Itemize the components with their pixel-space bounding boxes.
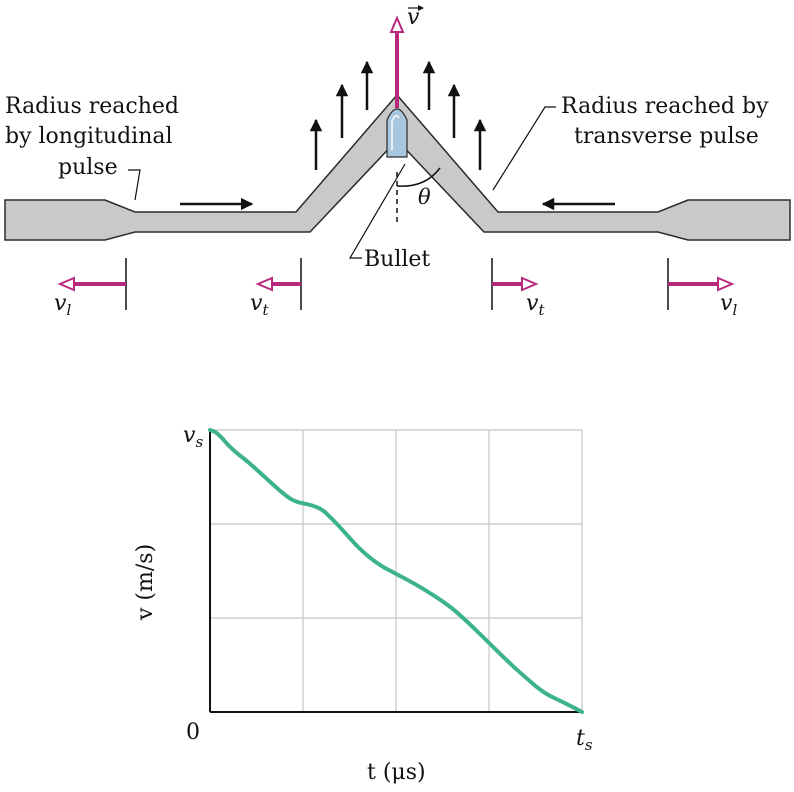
velocity-chart: vs 0 ts t (μs) v (m/s) <box>133 423 593 785</box>
longitudinal-label: Radius reached by longitudinal pulse <box>5 94 186 180</box>
speed-marker-vl-right: vl <box>667 258 737 319</box>
velocity-curve <box>208 428 584 714</box>
fiber-diagram: v θ Radius reached by longitudinal pulse <box>4 5 791 319</box>
speed-marker-vl-left: vl <box>54 258 127 319</box>
velocity-arrow <box>389 15 405 108</box>
speed-marker-vt-left: vt <box>250 258 302 319</box>
x-tick-label-end: ts <box>576 726 593 754</box>
bullet <box>386 108 408 158</box>
svg-text:vl: vl <box>54 291 71 319</box>
transverse-leader <box>492 106 556 191</box>
transverse-label: Radius reached by transverse pulse <box>561 94 776 149</box>
svg-text:vt: vt <box>526 291 545 319</box>
x-axis-label: t (μs) <box>367 760 426 785</box>
theta-label: θ <box>418 185 431 209</box>
bullet-label: Bullet <box>364 247 430 272</box>
svg-text:vt: vt <box>250 291 269 319</box>
svg-text:vl: vl <box>720 291 737 319</box>
y-tick-label-top: vs <box>183 423 203 451</box>
chart-grid <box>210 429 583 712</box>
velocity-label: v <box>407 5 420 30</box>
y-axis-label: v (m/s) <box>133 544 158 621</box>
upward-arrows <box>309 60 487 170</box>
speed-marker-vt-right: vt <box>491 258 545 319</box>
y-tick-label-zero: 0 <box>186 720 200 745</box>
bullet-leader <box>348 163 406 259</box>
theta-arc <box>396 167 441 187</box>
longitudinal-leader <box>128 169 141 201</box>
